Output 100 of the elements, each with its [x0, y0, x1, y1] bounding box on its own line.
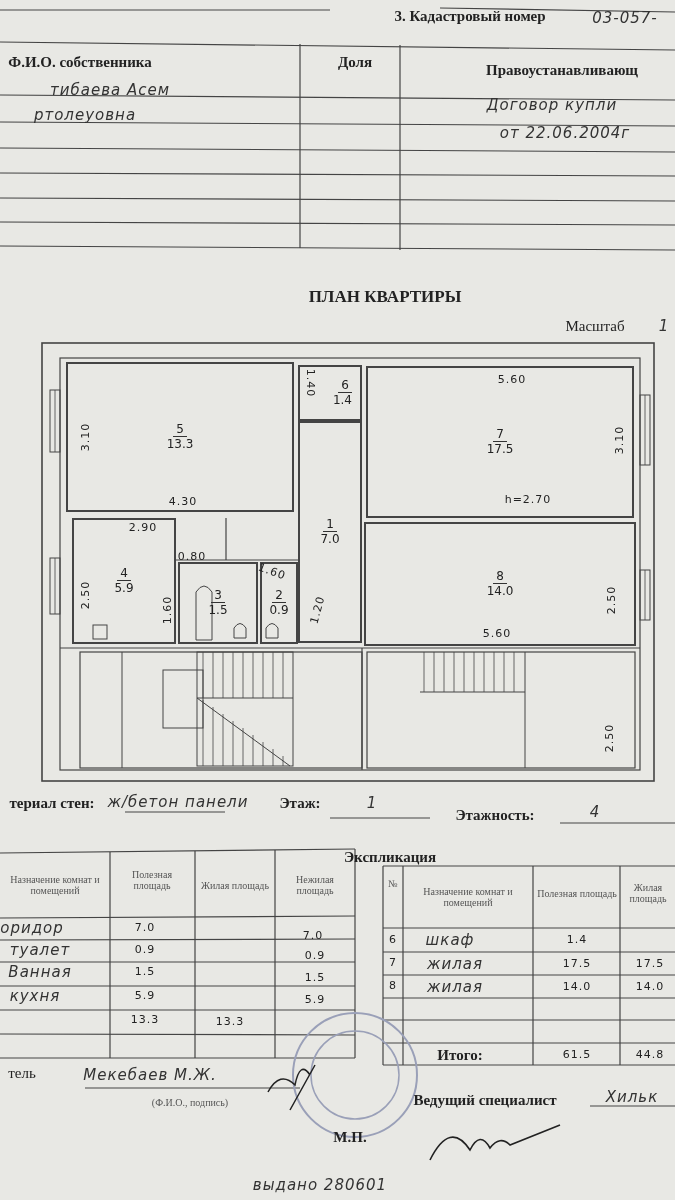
table-text: Полезная площадь	[131, 869, 173, 891]
form-text: выдано 280601	[252, 1176, 388, 1194]
table-text: 6	[389, 933, 397, 947]
table-text: 14.0	[635, 980, 665, 994]
room-number: 2	[272, 588, 286, 603]
dimension-label: 1.40	[303, 368, 317, 398]
table-text: оридор	[0, 919, 64, 937]
table-text: жилая	[426, 978, 484, 996]
room-number: 3	[211, 588, 225, 603]
form-text: Масштаб	[565, 317, 625, 335]
form-text: Этаж:	[279, 794, 321, 812]
form-text: Ведущий специалист	[413, 1091, 557, 1109]
table-text: 7.0	[302, 929, 324, 943]
table-text: 14.0	[562, 980, 592, 994]
table-text: Ванная	[8, 963, 72, 981]
table-text: 1.5	[304, 971, 326, 985]
room	[366, 366, 634, 518]
form-text: (Ф.И.О., подпись)	[150, 1096, 230, 1108]
form-text: Экспликация	[343, 848, 437, 866]
table-text: 8	[389, 979, 397, 993]
dimension-label: 2.50	[79, 580, 93, 610]
table-text: 17.5	[635, 957, 665, 971]
table-text: шкаф	[425, 931, 475, 949]
form-text: ж/бетон панели	[107, 793, 249, 811]
room	[72, 518, 176, 644]
dimension-label: 3.10	[79, 422, 93, 452]
dimension-label: 4.30	[168, 495, 198, 509]
room	[178, 562, 258, 644]
room-number: 7	[493, 427, 507, 442]
table-text: 7	[389, 956, 397, 970]
table-text: 0.9	[134, 943, 156, 957]
form-text: 4	[589, 803, 601, 821]
table-text: Жилая площадь	[200, 879, 270, 891]
table-text: Итого:	[437, 1046, 483, 1064]
form-text: Ф.И.О. собственника	[8, 53, 152, 71]
table-text: 44.8	[635, 1048, 665, 1062]
table-text: 1.5	[134, 965, 156, 979]
form-text: Мекебаев М.Ж.	[83, 1066, 217, 1084]
form-text: М.П.	[333, 1128, 367, 1146]
dimension-label: h=2.70	[504, 493, 552, 507]
room-number: 1	[323, 517, 337, 532]
form-text: Доля	[337, 53, 373, 71]
table-text: Жилая площадь	[628, 882, 668, 904]
room	[298, 365, 362, 421]
table-text: 5.9	[304, 993, 326, 1007]
room-number: 4	[117, 566, 131, 581]
form-text: Хильк	[605, 1088, 659, 1106]
table-text: Полезная площадь	[537, 887, 617, 899]
room-area: 5.9	[114, 580, 134, 596]
form-text: тель	[8, 1064, 36, 1082]
plan-title: ПЛАН КВАРТИРЫ	[308, 287, 462, 307]
room-number: 8	[493, 569, 507, 584]
table-text: 13.3	[215, 1015, 245, 1029]
table-text: туалет	[9, 941, 71, 959]
table-text: 61.5	[562, 1048, 592, 1062]
dimension-label: 3.10	[613, 425, 627, 455]
table-text: 1.4	[566, 933, 588, 947]
dimension-label: 5.60	[497, 373, 527, 387]
room-area: 7.0	[320, 531, 340, 547]
dimension-label: 2.50	[603, 723, 617, 753]
table-text: №	[387, 877, 399, 889]
room-area: 13.3	[166, 436, 194, 452]
table-text: 7.0	[134, 921, 156, 935]
table-text: Назначение комнат и помещений	[9, 874, 101, 896]
room	[66, 362, 294, 512]
room	[298, 421, 362, 643]
table-text: Нежилая площадь	[295, 874, 335, 896]
dimension-label: 1.60	[161, 595, 175, 625]
room-number: 6	[338, 378, 352, 393]
table-text: 13.3	[130, 1013, 160, 1027]
room-area: 1.4	[332, 392, 352, 408]
table-text: кухня	[9, 987, 61, 1005]
room	[364, 522, 636, 646]
form-text: Договор купли	[486, 96, 618, 114]
room	[260, 562, 298, 644]
dimension-label: 1.60	[256, 561, 288, 583]
table-text: 17.5	[562, 957, 592, 971]
room-area: 17.5	[486, 441, 514, 457]
form-text: Правоустанавливающ	[486, 61, 638, 79]
dimension-label: 0.80	[177, 550, 207, 564]
room-area: 1.5	[208, 602, 228, 618]
form-text: 1	[366, 794, 378, 812]
form-text: 03-057-	[592, 9, 658, 27]
form-text: ртолеуовна	[33, 106, 137, 124]
room-number: 5	[173, 422, 187, 437]
table-text: 5.9	[134, 989, 156, 1003]
table-text: жилая	[426, 955, 484, 973]
room-area: 0.9	[269, 602, 289, 618]
table-text: Назначение комнат и помещений	[422, 886, 514, 908]
dimension-label: 5.60	[482, 627, 512, 641]
form-text: 1	[658, 317, 670, 335]
dimension-label: 2.90	[128, 521, 158, 535]
table-text: 0.9	[304, 949, 326, 963]
form-text: тибаева Асем	[50, 81, 170, 99]
dimension-label: 1.20	[308, 594, 328, 626]
form-text: от 22.06.2004г	[499, 124, 631, 142]
form-text: Этажность:	[455, 806, 535, 824]
room-area: 14.0	[486, 583, 514, 599]
form-text: 3. Кадастровый номер	[394, 7, 546, 25]
form-text: териал стен:	[9, 794, 95, 812]
